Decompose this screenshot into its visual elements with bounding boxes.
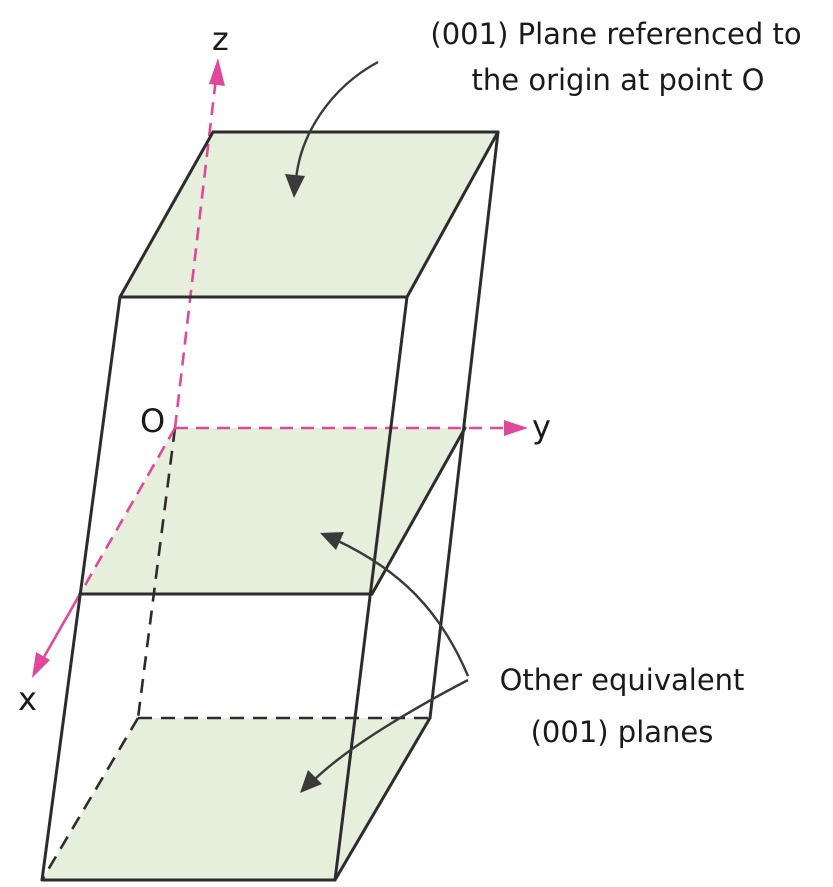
equivalent-planes-callout-upper [335, 538, 470, 677]
back-right-vertical-edge [428, 130, 500, 720]
front-left-vertical-edge [40, 295, 122, 882]
equivalent-planes-label-line1: Other equivalent [500, 663, 745, 697]
reference-plane-callout-arrowhead [285, 174, 305, 198]
front-right-vertical-edge [333, 295, 409, 882]
equivalent-planes-callout-lower-arrowhead [300, 770, 322, 793]
x-axis-line-inner [78, 427, 177, 595]
y-axis-label: y [532, 408, 551, 446]
z-axis-label: z [212, 20, 229, 58]
z-axis-arrowhead [209, 58, 225, 86]
bottom-plane-001 [42, 718, 430, 880]
middle-plane-001 [80, 428, 465, 594]
equivalent-planes-callout-upper-arrowhead [320, 532, 344, 550]
equivalent-planes-label-line2: (001) planes [531, 715, 714, 749]
x-axis-label: x [18, 680, 37, 718]
origin-label: O [140, 402, 165, 440]
hidden-left-bottom-edge [40, 717, 140, 881]
x-axis-line-outer [38, 593, 82, 665]
hidden-vertical-edge [136, 427, 177, 719]
y-axis-arrowhead [504, 420, 528, 436]
equivalent-planes-callout-lower [313, 678, 469, 781]
reference-plane-label-line2: the origin at point O [472, 63, 765, 97]
z-axis-line [173, 77, 218, 429]
top-plane-001 [120, 132, 498, 297]
middle-right-edge [370, 426, 467, 596]
reference-plane-label-line1: (001) Plane referenced to [430, 17, 801, 51]
x-axis-arrowhead [32, 652, 50, 678]
bottom-right-edge [333, 716, 432, 882]
reference-plane-callout-arrow [294, 60, 379, 181]
